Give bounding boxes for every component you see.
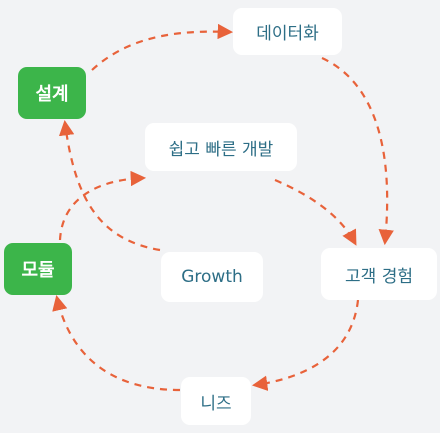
node-customer-label: 고객 경험 [345,266,413,287]
arrow-fastdev-to-customer [274,178,357,246]
node-fast-dev-label: 쉽고 빠른 개발 [168,139,274,160]
node-design-label: 설계 [35,84,69,105]
node-datafy: 데이터화 [233,8,342,55]
arrow-module-to-fastdev [58,170,147,241]
node-module: 모듈 [4,243,72,295]
arrow-datafy-to-customer [321,57,394,246]
arrow-growth-to-design [58,119,161,252]
node-needs-label: 니즈 [200,393,232,414]
node-growth-label: Growth [181,267,243,287]
node-module-label: 모듈 [21,260,55,281]
node-needs: 니즈 [181,377,251,425]
arrow-needs-to-module [52,294,181,392]
node-growth: Growth [161,252,263,302]
node-design: 설계 [18,67,86,119]
arrow-design-to-datafy [91,23,234,71]
arrow-customer-to-needs [251,299,360,391]
node-datafy-label: 데이터화 [256,24,319,44]
node-fast-dev: 쉽고 빠른 개발 [145,123,297,171]
node-customer: 고객 경험 [321,248,437,300]
